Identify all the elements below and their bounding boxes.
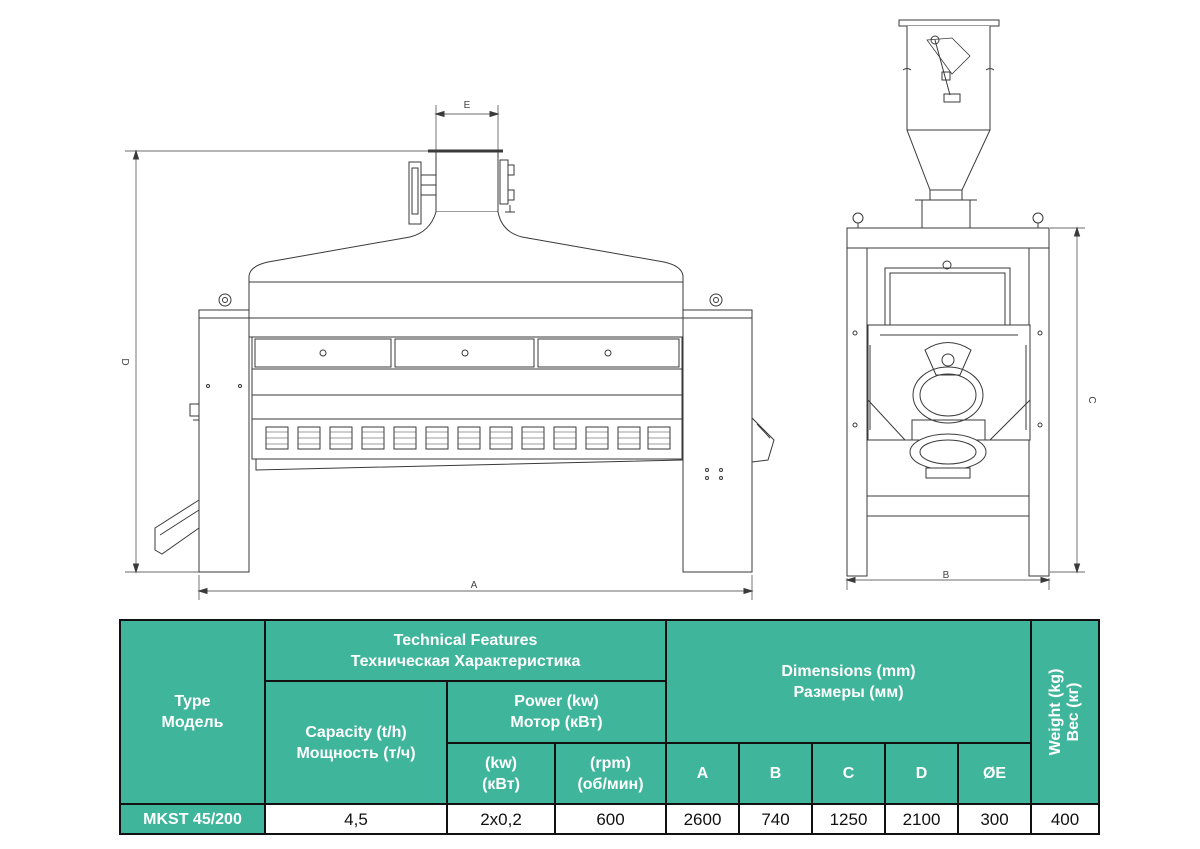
header-technical-features: Technical Features Техническая Характери… (264, 619, 667, 682)
dim-label-a: A (471, 580, 478, 591)
header-kw: (kw) (кВт) (446, 742, 556, 805)
vent-grilles (265, 426, 671, 450)
header-power-ru: Мотор (кВт) (510, 714, 603, 731)
header-dim-c: C (811, 742, 886, 805)
row-capacity: 4,5 (264, 803, 448, 835)
header-type: Type Модель (119, 619, 266, 805)
technical-drawing: A B C D E (119, 19, 1097, 600)
dim-label-b: B (943, 570, 950, 581)
table-row: MKST 45/200 4,5 2x0,2 600 2600 740 1250 … (119, 803, 1100, 835)
dim-label-c: C (1086, 396, 1097, 403)
row-power-kw: 2x0,2 (446, 803, 556, 835)
header-weight-ru: Вес (кг) (1065, 682, 1082, 742)
row-weight: 400 (1030, 803, 1100, 835)
row-dim-b: 740 (738, 803, 813, 835)
header-tech-en: Technical Features (393, 631, 538, 649)
front-view (125, 105, 775, 600)
row-dim-a: 2600 (665, 803, 740, 835)
dim-label-d: D (119, 358, 130, 365)
row-type: MKST 45/200 (119, 803, 266, 835)
header-power: Power (kw) Мотор (кВт) (446, 680, 667, 744)
row-rpm: 600 (554, 803, 667, 835)
header-dim-e: ØE (957, 742, 1032, 805)
header-kw-ru: (кВт) (482, 775, 520, 793)
header-dimensions: Dimensions (mm) Размеры (мм) (665, 619, 1032, 744)
header-kw-en: (kw) (485, 754, 517, 772)
header-tech-ru: Техническая Характеристика (350, 652, 581, 670)
header-capacity: Capacity (t/h) Мощность (т/ч) (264, 680, 448, 805)
header-dims-ru: Размеры (мм) (793, 683, 904, 701)
header-rpm-en: (rpm) (590, 754, 631, 772)
header-weight: Weight (kg) Вес (кг) (1030, 619, 1100, 805)
header-power-en: Power (kw) (514, 693, 599, 710)
header-rpm-ru: (об/мин) (577, 775, 644, 793)
header-type-ru: Модель (161, 714, 224, 731)
side-view (845, 19, 1085, 590)
row-dim-e: 300 (957, 803, 1032, 835)
header-dim-a: A (665, 742, 740, 805)
row-dim-d: 2100 (884, 803, 959, 835)
spec-table: Type Модель Technical Features Техническ… (119, 619, 1100, 835)
row-dim-c: 1250 (811, 803, 886, 835)
header-dim-d: D (884, 742, 959, 805)
header-dims-en: Dimensions (mm) (781, 662, 916, 680)
header-capacity-ru: Мощность (т/ч) (296, 744, 416, 762)
header-rpm: (rpm) (об/мин) (554, 742, 667, 805)
header-type-en: Type (174, 693, 211, 710)
header-weight-en: Weight (kg) (1047, 668, 1064, 756)
header-capacity-en: Capacity (t/h) (305, 723, 407, 741)
header-dim-b: B (738, 742, 813, 805)
dim-label-e: E (464, 100, 471, 111)
